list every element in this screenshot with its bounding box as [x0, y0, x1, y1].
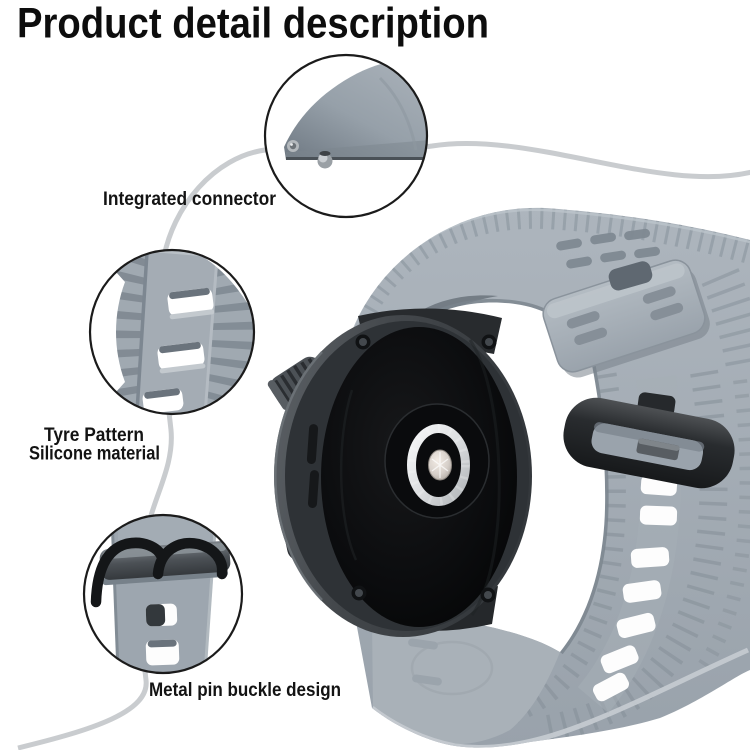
- strap-adjustment-holes: [592, 392, 678, 702]
- tyre-holes: [142, 287, 215, 414]
- metal-buckle: [563, 397, 735, 489]
- connector-wedge: [284, 60, 427, 160]
- buckle-pin: [90, 537, 228, 608]
- sensor-ring: [407, 424, 470, 506]
- callout-connector: [263, 53, 429, 219]
- callout-tyre-pattern: [88, 248, 256, 416]
- label-tyre-pattern-line1: Tyre Pattern: [44, 424, 144, 446]
- case-screws: [351, 334, 497, 603]
- label-tyre-pattern-line2: Silicone material: [29, 443, 160, 465]
- label-integrated-connector: Integrated connector: [103, 188, 276, 210]
- callout-buckle: [82, 513, 244, 675]
- smartwatch: [267, 308, 532, 637]
- page-title: Product detail description: [17, 0, 489, 48]
- strap-slots: [556, 228, 660, 269]
- label-metal-pin-buckle: Metal pin buckle design: [149, 679, 341, 701]
